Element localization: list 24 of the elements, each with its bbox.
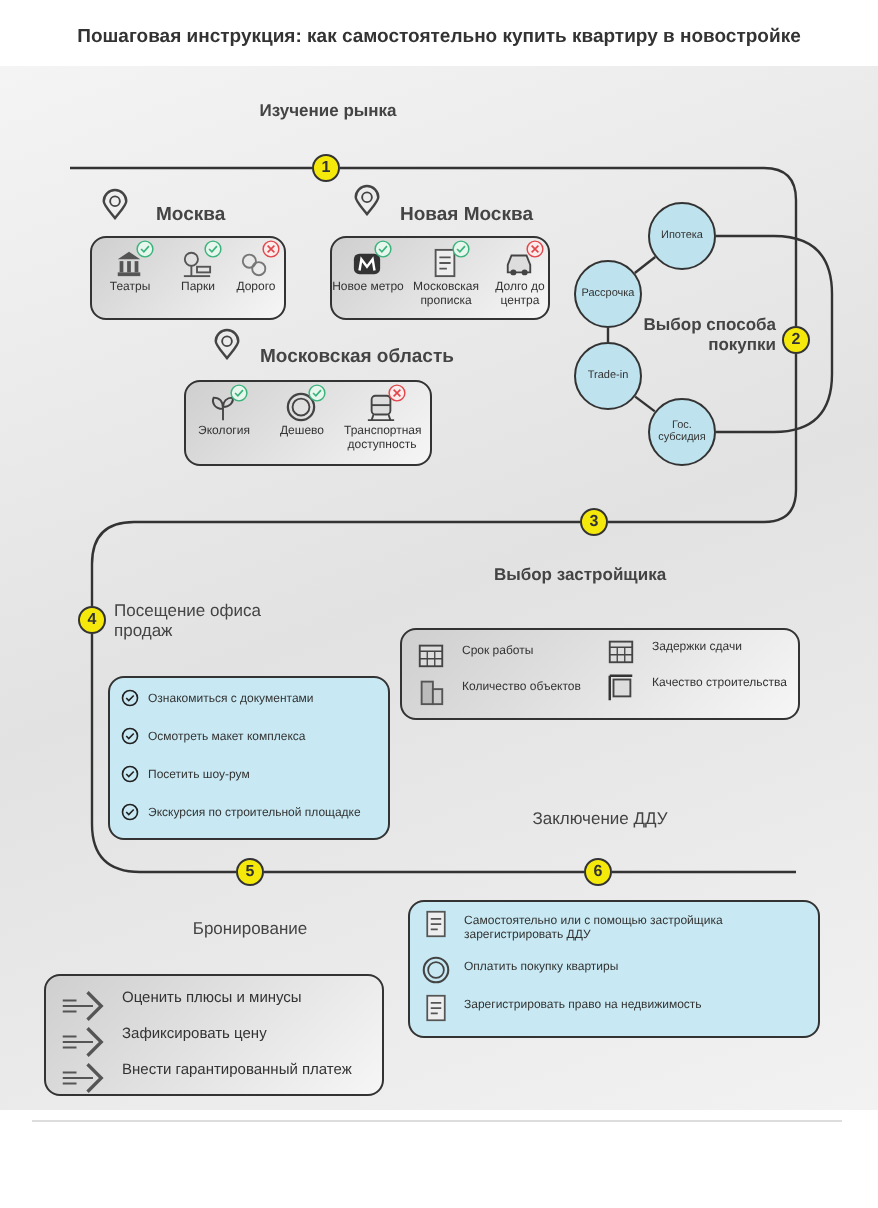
path-line [70,166,312,170]
step-heading: Заключение ДДУ [530,808,670,829]
path-line [716,234,834,434]
step-heading: Бронирование [190,918,310,939]
region-heading: Московская область [260,346,454,368]
path-line [612,870,796,874]
title: Пошаговая инструкция: как самостоятельно купить квартиру в новостройке [75,26,803,48]
step-heading: Посещение офиса продаж [114,600,263,641]
path-line [90,520,580,606]
path-line [340,166,798,326]
list-card [408,900,820,1038]
path-line [90,634,236,874]
list-card [400,628,800,720]
path-line [634,256,656,274]
list-card [108,676,390,840]
path-line [608,354,798,524]
path-line [264,870,584,874]
list-card [44,974,384,1096]
region-heading: Новая Москва [400,204,533,226]
step-heading: Изучение рынка [257,100,399,121]
step-heading: Выбор застройщика [491,564,669,585]
step-heading: Выбор способа покупки [641,314,776,355]
region-heading: Москва [156,204,226,226]
path-line [634,395,656,413]
